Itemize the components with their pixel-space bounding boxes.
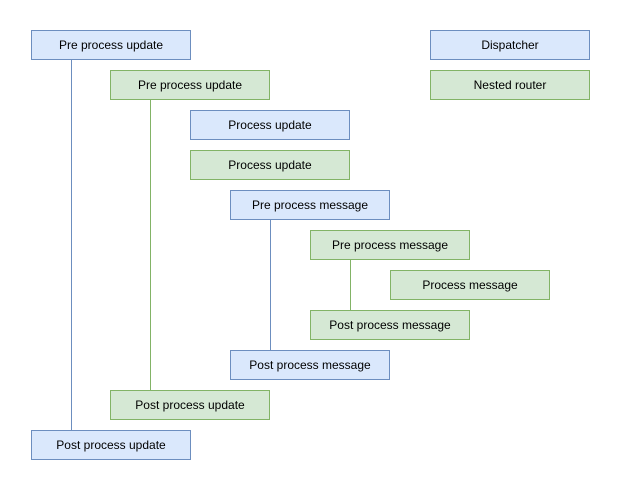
node-label: Pre process update [58,38,164,52]
node-label: Process message [422,278,518,292]
node-process-update-blue: Process update [190,110,350,140]
connector-message-lifeline-blue [270,220,271,350]
connector-update-lifeline-blue [71,60,72,430]
node-pre-process-update-blue: Pre process update [31,30,191,60]
node-pre-process-message-green: Pre process message [310,230,470,260]
node-label: Post process message [249,358,371,372]
connector-message-lifeline-green [350,260,351,310]
node-label: Dispatcher [481,38,539,52]
node-label: Nested router [473,78,547,92]
node-label: Post process message [329,318,451,332]
node-label: Post process update [135,398,245,412]
node-pre-process-message-blue: Pre process message [230,190,390,220]
node-label: Post process update [56,438,166,452]
node-label: Pre process message [331,238,449,252]
node-process-message-green: Process message [390,270,550,300]
node-post-process-message-blue: Post process message [230,350,390,380]
node-label: Process update [228,158,312,172]
legend-nested-router: Nested router [430,70,590,100]
node-pre-process-update-green: Pre process update [110,70,270,100]
node-post-process-update-blue: Post process update [31,430,191,460]
node-label: Pre process message [251,198,369,212]
node-post-process-message-green: Post process message [310,310,470,340]
connector-update-lifeline-green [150,100,151,390]
legend-dispatcher: Dispatcher [430,30,590,60]
node-label: Process update [228,118,312,132]
node-process-update-green: Process update [190,150,350,180]
node-label: Pre process update [137,78,243,92]
node-post-process-update-green: Post process update [110,390,270,420]
